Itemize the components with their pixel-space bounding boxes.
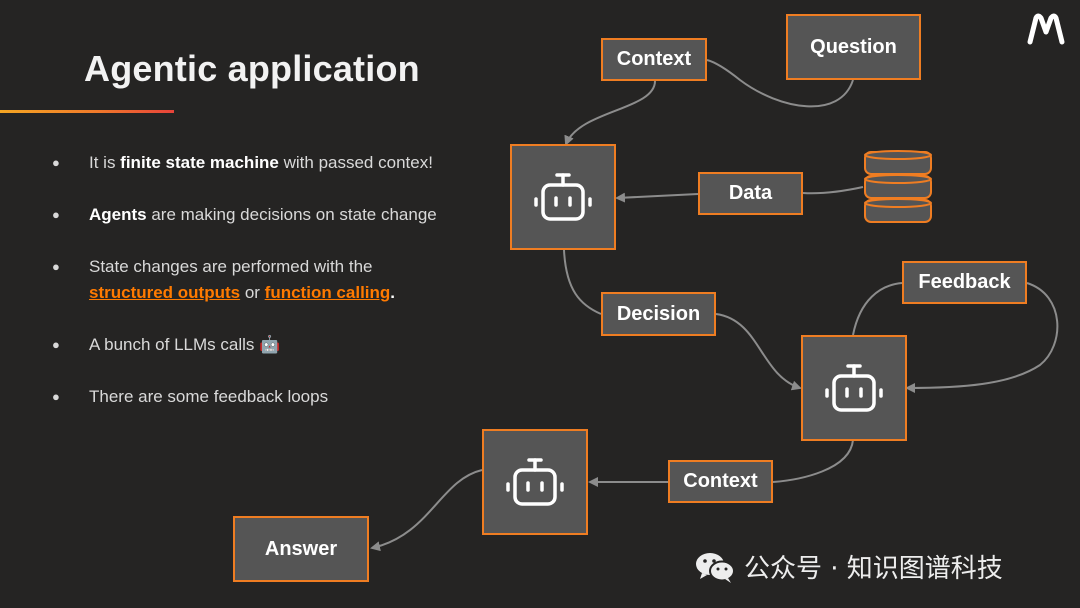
bullet-item: ● Agents are making decisions on state c… <box>48 202 448 228</box>
watermark: 公众号 · 知识图谱科技 <box>694 548 1003 585</box>
bullet-dot: ● <box>52 207 60 222</box>
edge-agent2-context <box>772 439 854 483</box>
node-data: Data <box>698 172 803 215</box>
database-icon <box>864 150 932 223</box>
edge-context-agent1 <box>564 80 656 146</box>
node-decision: Decision <box>601 292 716 336</box>
bullet-item: ● There are some feedback loops <box>48 384 448 410</box>
node-question: Question <box>786 14 921 80</box>
edge-decision-agent2 <box>715 313 802 391</box>
robot-icon <box>825 364 883 412</box>
node-context-bottom: Context <box>668 460 773 503</box>
agent-node <box>482 429 588 535</box>
bullet-item: ● A bunch of LLMs calls 🤖 <box>48 332 448 358</box>
watermark-text: 公众号 · 知识图谱科技 <box>744 554 1003 584</box>
edge-data-agent1 <box>615 192 699 203</box>
wechat-icon <box>696 552 735 583</box>
bullet-dot: ● <box>52 337 60 352</box>
edge-agent2-feedback <box>852 282 903 336</box>
bullet-dot: ● <box>52 389 60 404</box>
agent-node <box>510 144 616 250</box>
robot-icon <box>534 173 592 221</box>
node-answer: Answer <box>233 516 369 582</box>
structured-outputs-link[interactable]: structured outputs <box>89 283 241 302</box>
function-calling-link[interactable]: function calling <box>264 283 391 302</box>
node-feedback: Feedback <box>902 261 1027 304</box>
bullet-list: ● It is finite state machine with passed… <box>48 150 448 436</box>
edge-db-data <box>802 186 864 195</box>
edge-agent1-decision <box>563 249 602 315</box>
bullet-item: ● It is finite state machine with passed… <box>48 150 448 176</box>
bullet-dot: ● <box>52 155 60 170</box>
slide-title: Agentic application <box>84 48 420 89</box>
bullet-dot: ● <box>52 259 60 274</box>
edge-agent3-answer <box>370 469 483 552</box>
agent-node <box>801 335 907 441</box>
edge-feedback-agent2 <box>905 282 1059 393</box>
title-underline <box>0 110 174 113</box>
brand-logo-icon <box>1027 13 1065 45</box>
node-context-top: Context <box>601 38 707 81</box>
edge-question-context <box>706 59 854 108</box>
bullet-item: ● State changes are performed with the s… <box>48 254 448 306</box>
robot-icon <box>506 458 564 506</box>
